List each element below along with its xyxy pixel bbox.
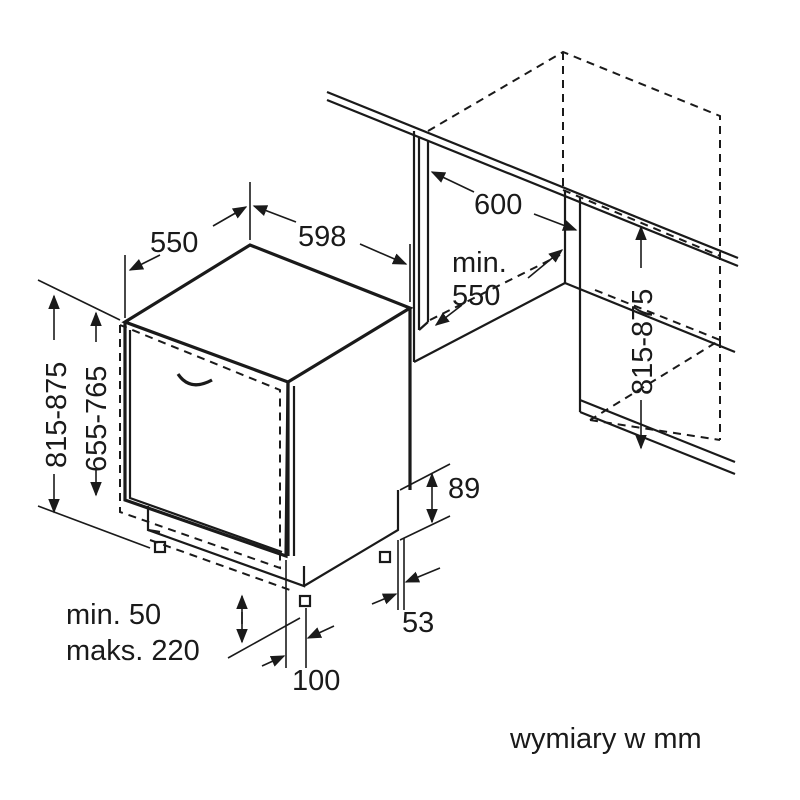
- foot-height-label-line1: min. 50: [66, 599, 161, 631]
- appliance-height-label: 655-765: [81, 366, 113, 472]
- niche-height-label: 815-875: [627, 289, 659, 395]
- niche-width-label: 600: [474, 189, 522, 221]
- appliance-depth-label: 550: [150, 227, 198, 259]
- foot-height-dimension: min. 50 maks. 220: [66, 594, 301, 667]
- kitchen-niche: [326, 50, 739, 476]
- appliance-height-dimension: 655-765: [81, 311, 113, 497]
- niche-depth-label-line1: min.: [452, 247, 507, 279]
- total-height-label: 815-875: [41, 362, 73, 468]
- foot-offset-label: 100: [292, 665, 340, 697]
- appliance-depth-dimension: 550: [124, 182, 251, 318]
- total-height-dimension: 815-875: [37, 279, 151, 549]
- dishwasher-body: [119, 243, 414, 608]
- units-note: wymiary w mm: [509, 723, 702, 755]
- plinth-height-dimension: 89: [399, 463, 480, 541]
- appliance-width-dimension: 598: [252, 205, 411, 302]
- niche-depth-label-line2: 550: [452, 280, 500, 312]
- foot-height-label-line2: maks. 220: [66, 635, 200, 667]
- niche-depth-dimension: min. 550: [434, 247, 564, 326]
- niche-height-dimension: 815-875: [627, 225, 659, 450]
- appliance-width-label: 598: [298, 221, 346, 253]
- plinth-depth-label: 53: [402, 607, 434, 639]
- plinth-depth-dimension: 53: [371, 538, 441, 639]
- plinth-height-label: 89: [448, 473, 480, 505]
- foot-offset-dimension: 100: [261, 560, 340, 697]
- niche-width-dimension: 600: [430, 171, 578, 231]
